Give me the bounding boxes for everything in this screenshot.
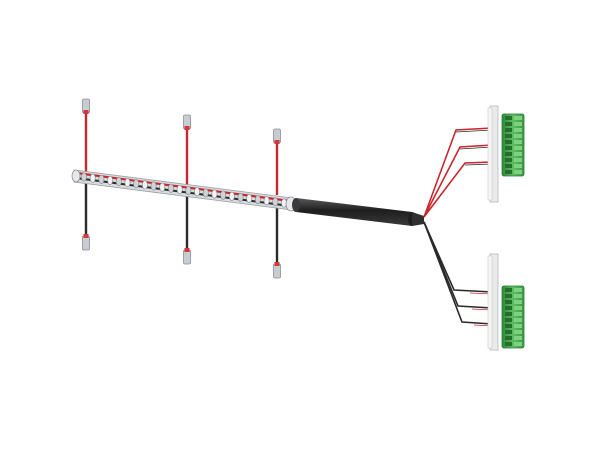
- terminal-screw: [514, 140, 522, 144]
- bus-connector: [141, 180, 148, 190]
- bus-connector: [124, 178, 131, 188]
- bus-connector: [237, 192, 244, 202]
- lower-branch-wires: [423, 221, 493, 327]
- upper-terminal-pins: [505, 116, 522, 174]
- terminal-screw: [514, 116, 522, 120]
- terminal-pin: [505, 330, 512, 334]
- terminal-pin: [505, 336, 512, 340]
- lower-terminal-block: [487, 253, 525, 351]
- bus-connector: [176, 184, 183, 194]
- terminal-screw: [514, 312, 522, 316]
- bus-connector: [185, 186, 192, 196]
- drop-1: [82, 98, 90, 251]
- terminal-pin: [505, 134, 512, 138]
- terminal-pin: [505, 318, 512, 322]
- terminal-screw: [514, 324, 522, 328]
- bus-connector: [211, 189, 218, 199]
- terminal-screw: [514, 288, 522, 292]
- connector-bus: [71, 169, 297, 212]
- terminal-screw: [514, 306, 522, 310]
- trunk-cable: [292, 198, 416, 226]
- terminal-pin: [505, 122, 512, 126]
- terminal-screw: [514, 152, 522, 156]
- bus-connector: [263, 196, 270, 206]
- terminal-pin: [505, 128, 512, 132]
- terminal-pin: [505, 170, 512, 174]
- terminal-screw: [514, 300, 522, 304]
- terminal-screw: [514, 342, 522, 346]
- bus-connector: [89, 173, 96, 183]
- bus-connector: [150, 181, 157, 191]
- bus-connector: [115, 177, 122, 187]
- terminal-screw: [514, 134, 522, 138]
- bus-connector: [159, 182, 166, 192]
- terminal-pin: [505, 116, 512, 120]
- drop-3-bottom-plug: [273, 263, 281, 279]
- lower-terminal-pins: [505, 288, 522, 346]
- bus-connector: [168, 183, 174, 193]
- bus-connector-ticks: [81, 172, 287, 208]
- terminal-pin: [505, 312, 512, 316]
- terminal-screw: [514, 158, 522, 162]
- terminal-screw: [514, 170, 522, 174]
- bus-connector: [228, 191, 235, 201]
- terminal-pin: [505, 342, 512, 346]
- terminal-screw: [514, 336, 522, 340]
- terminal-screw: [514, 128, 522, 132]
- bus-connector: [246, 193, 253, 203]
- bus-connector: [107, 175, 113, 185]
- terminal-pin: [505, 288, 512, 292]
- terminal-pin: [505, 152, 512, 156]
- terminal-screw: [514, 330, 522, 334]
- drop-2-bottom-plug: [183, 249, 191, 265]
- terminal-pin: [505, 294, 512, 298]
- terminal-pin: [505, 306, 512, 310]
- bus-connector: [81, 172, 87, 182]
- upper-branch-wires: [423, 127, 493, 218]
- terminal-screw: [514, 146, 522, 150]
- bus-end-cap-left: [71, 169, 81, 183]
- drop-cables: [82, 98, 281, 279]
- breakout-splitter: [412, 212, 424, 226]
- bus-connector: [98, 174, 105, 184]
- terminal-screw: [514, 122, 522, 126]
- bus-connector: [255, 195, 261, 205]
- bus-connector: [194, 187, 200, 197]
- terminal-pin: [505, 146, 512, 150]
- upper-terminal-block: [487, 105, 525, 203]
- terminal-pin: [505, 300, 512, 304]
- terminal-pin: [505, 324, 512, 328]
- terminal-screw: [514, 318, 522, 322]
- bus-connector: [220, 190, 227, 200]
- drop-1-bottom-plug: [82, 235, 90, 251]
- bus-connector: [202, 188, 209, 198]
- drop-2: [183, 114, 191, 265]
- terminal-screw: [514, 164, 522, 168]
- terminal-screw: [514, 294, 522, 298]
- terminal-pin: [505, 158, 512, 162]
- terminal-pin: [505, 140, 512, 144]
- bus-connector: [133, 179, 140, 189]
- drop-3: [273, 128, 281, 279]
- terminal-pin: [505, 164, 512, 168]
- bus-connector: [272, 197, 279, 207]
